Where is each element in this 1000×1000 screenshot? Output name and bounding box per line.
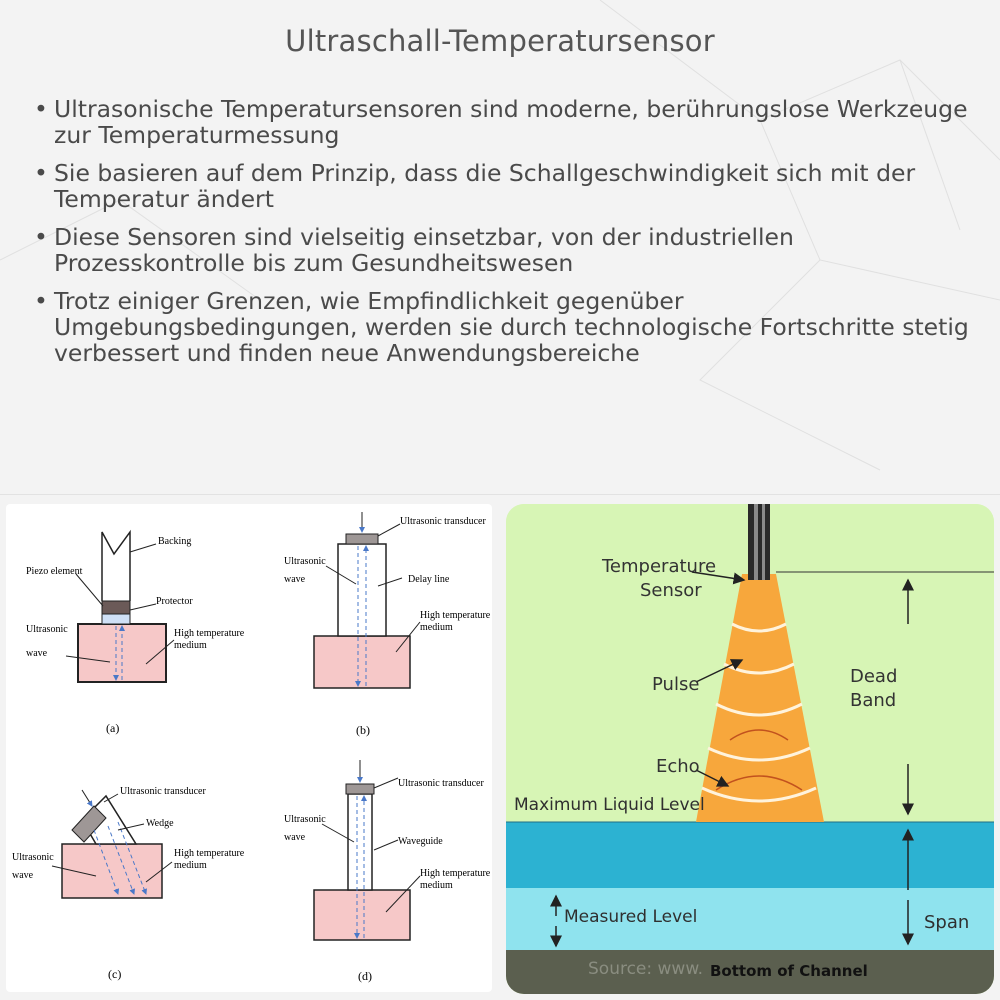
label-high-temp: High temperature [420,610,491,621]
label-transducer: Ultrasonic transducer [400,516,486,527]
caption-a: (a) [106,721,119,735]
label-backing: Backing [158,536,191,547]
section-divider [0,494,1000,495]
label-wedge: Wedge [146,818,174,829]
caption-b: (b) [356,723,370,737]
liquid-upper [506,822,994,888]
label-transducer: Ultrasonic transducer [120,786,206,797]
label-high-temp: High temperature [420,868,491,879]
dead-band-label-1: Dead [850,666,897,687]
source-watermark: Source: www. [588,959,703,979]
label-transducer: Ultrasonic transducer [398,778,484,789]
label-ultrasonic: Ultrasonic [12,852,54,863]
label-wave: wave [26,648,48,659]
label-ultrasonic: Ultrasonic [26,624,68,635]
config-b: Ultrasonic transducer Ultrasonic wave De… [284,512,491,737]
label-high-temp: High temperature [174,848,245,859]
bullet-item: Sie basieren auf dem Prinzip, dass die S… [34,160,974,212]
label-ultrasonic: Ultrasonic [284,556,326,567]
label-protector: Protector [156,596,193,607]
sensor-rod [748,504,770,580]
label-delay-line: Delay line [408,574,450,585]
bullet-item: Trotz einiger Grenzen, wie Empfindlichke… [34,288,974,366]
label-ultrasonic: Ultrasonic [284,814,326,825]
label-wave: wave [284,832,306,843]
channel-floor [506,950,994,994]
echo-label: Echo [656,756,700,777]
dead-band-label-2: Band [850,690,896,711]
level-measurement-diagram: Temperature Sensor Pulse Echo Dead Band … [506,504,994,994]
pulse-label: Pulse [652,674,699,695]
label-waveguide: Waveguide [398,836,443,847]
label-medium: medium [174,860,207,871]
label-wave: wave [12,870,34,881]
bullet-item: Diese Sensoren sind vielseitig einsetzba… [34,224,974,276]
sensor-label-2: Sensor [640,580,702,601]
label-medium: medium [420,622,453,633]
config-a: Backing Piezo element Protector Ultrason… [26,529,245,735]
bottom-label: Bottom of Channel [710,962,868,980]
config-c: Ultrasonic transducer Wedge Ultrasonic w… [12,786,245,981]
page-title: Ultraschall-Temperatursensor [285,24,715,58]
measured-level-label: Measured Level [564,907,697,927]
config-d: Ultrasonic transducer Ultrasonic wave Wa… [284,760,491,983]
caption-c: (c) [108,967,121,981]
sensor-configurations-diagram: Backing Piezo element Protector Ultrason… [6,504,492,992]
max-level-label: Maximum Liquid Level [514,795,705,815]
span-label: Span [924,912,969,933]
label-piezo: Piezo element [26,566,83,577]
sensor-label-1: Temperature [601,556,716,577]
bullet-list: Ultrasonische Temperatursensoren sind mo… [34,96,974,378]
signal-cone [696,574,824,822]
label-medium: medium [420,880,453,891]
bullet-item: Ultrasonische Temperatursensoren sind mo… [34,96,974,148]
label-wave: wave [284,574,306,585]
label-high-temp: High temperature [174,628,245,639]
label-medium: medium [174,640,207,651]
caption-d: (d) [358,969,372,983]
